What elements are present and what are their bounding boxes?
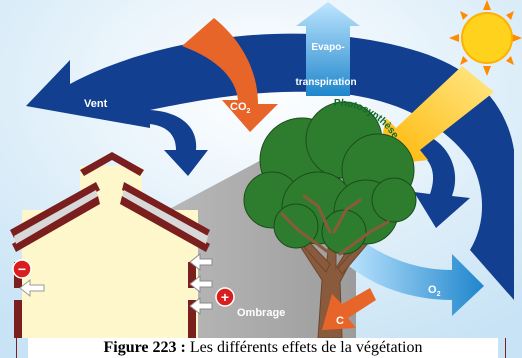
- heat-out-arrow-icon: [19, 278, 45, 298]
- evapotranspiration-label-line2: transpiration: [295, 77, 356, 88]
- figure-caption: Figure 223 : Les différents effets de la…: [28, 338, 498, 358]
- minus-badge: [12, 259, 32, 279]
- minus-sign: −: [18, 261, 26, 277]
- cooling-arrow-icon: [189, 252, 213, 272]
- vent-label: Vent: [84, 98, 108, 110]
- sun-icon: [449, 0, 522, 76]
- ombrage-label: Ombrage: [237, 307, 285, 319]
- evapotranspiration-label-line1: Evapo-: [311, 42, 344, 53]
- shade-cooling-arrows: [189, 252, 213, 316]
- co2-arrow: [182, 18, 278, 132]
- cooling-arrow-icon: [189, 274, 213, 294]
- evapotranspiration-arrow: [296, 2, 360, 96]
- o2-arrow: [344, 232, 484, 316]
- cooling-arrow-icon: [189, 296, 213, 316]
- caption-right-rule: [505, 338, 506, 358]
- figure-caption-text: Les différents effets de la végétation: [185, 339, 423, 356]
- figure-number: Figure 223 :: [103, 339, 186, 356]
- plus-badge: [215, 287, 235, 307]
- co2-label: CO2: [230, 101, 251, 115]
- wind-arrow: [26, 33, 514, 300]
- o2-label: O2: [428, 284, 441, 298]
- carbon-label: C: [336, 315, 344, 327]
- house-roof: [10, 152, 210, 252]
- tree-branches: [280, 194, 390, 256]
- solar-radiation-arrow: [376, 66, 494, 166]
- carbon-arrow: [322, 288, 376, 330]
- house: [10, 152, 210, 338]
- caption-left-rule: [16, 338, 17, 358]
- plus-sign: +: [221, 289, 229, 305]
